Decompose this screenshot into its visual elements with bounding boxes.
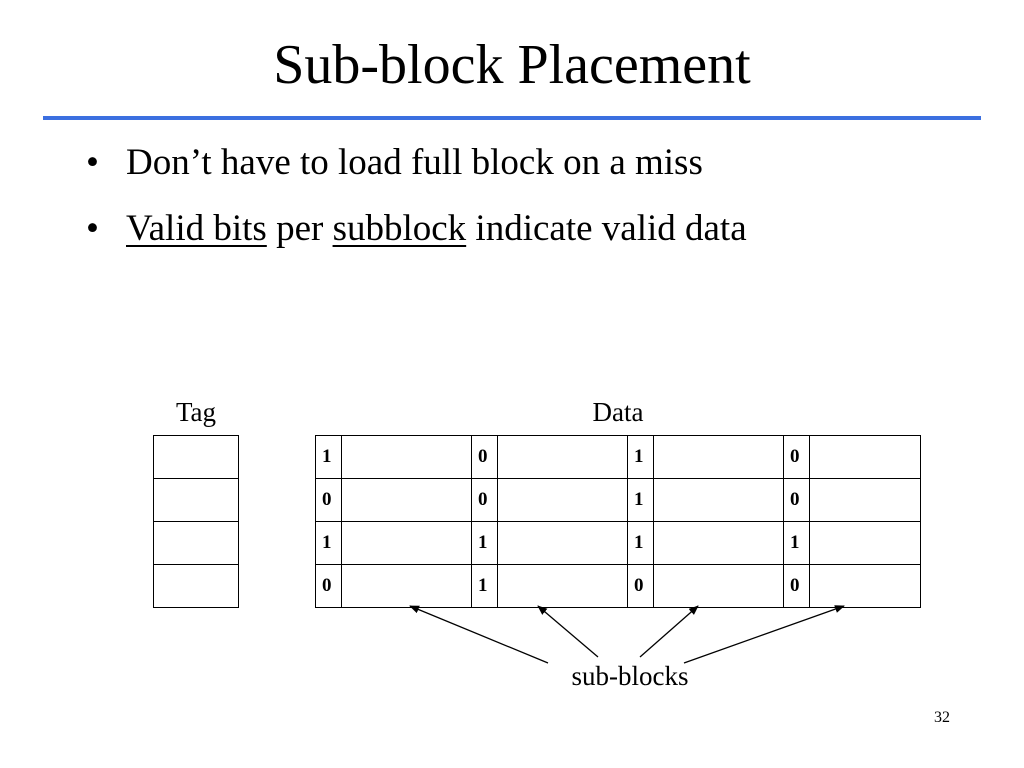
sub-block-data-cell	[653, 521, 784, 565]
valid-bit-cell: 1	[315, 521, 342, 565]
tag-row	[153, 564, 239, 608]
valid-bit-cell: 1	[315, 435, 342, 479]
data-column-label: Data	[592, 397, 644, 427]
bullet-text: Don’t have to load full block on a miss	[126, 142, 703, 183]
sub-block-data-cell	[653, 564, 784, 608]
bullet-marker: •	[86, 142, 99, 183]
bullet-item: • Valid bits per subblock indicate valid …	[86, 206, 747, 252]
sub-block-data-cell	[809, 521, 921, 565]
bullet-list: • Don’t have to load full block on a miss…	[86, 140, 747, 272]
title-divider	[43, 116, 981, 120]
tag-cell	[153, 521, 239, 565]
valid-bit-cell: 0	[315, 564, 342, 608]
sub-block-data-cell	[341, 435, 472, 479]
arrow-subblock-3	[639, 605, 699, 658]
valid-bit-cell: 1	[471, 564, 498, 608]
sub-block-data-cell	[341, 521, 472, 565]
tag-cell	[153, 435, 239, 479]
tag-array	[153, 435, 239, 608]
arrow-subblock-1	[409, 605, 549, 664]
tag-cell	[153, 564, 239, 608]
tag-row	[153, 478, 239, 522]
tag-cell	[153, 478, 239, 522]
valid-bit-cell: 0	[783, 478, 810, 522]
bullet-item: • Don’t have to load full block on a miss	[86, 140, 747, 186]
valid-bit-cell: 0	[627, 564, 654, 608]
slide-title: Sub-block Placement	[273, 34, 751, 96]
sub-blocks-label: sub-blocks	[571, 661, 689, 691]
valid-bit-cell: 1	[783, 521, 810, 565]
bullet-text: indicate valid data	[466, 208, 747, 249]
bullet-marker: •	[86, 208, 99, 249]
valid-bit-cell: 1	[627, 478, 654, 522]
valid-bit-cell: 1	[471, 521, 498, 565]
sub-block-data-cell	[497, 564, 628, 608]
cache-line-row: 0 1 0 0	[315, 564, 921, 608]
cache-line-row: 1 0 1 0	[315, 435, 921, 479]
sub-block-data-cell	[653, 435, 784, 479]
subblock-term: subblock	[332, 208, 467, 249]
sub-block-data-cell	[809, 564, 921, 608]
bullet-text: per	[266, 208, 333, 249]
sub-block-data-cell	[341, 564, 472, 608]
sub-block-data-cell	[653, 478, 784, 522]
sub-block-data-cell	[341, 478, 472, 522]
arrow-subblock-4	[683, 605, 845, 664]
cache-line-row: 1 1 1 1	[315, 521, 921, 565]
arrow-subblock-2	[537, 605, 599, 658]
valid-bits-term: Valid bits	[126, 208, 267, 249]
valid-bit-cell: 1	[627, 435, 654, 479]
valid-bit-cell: 0	[471, 478, 498, 522]
tag-row	[153, 435, 239, 479]
valid-bit-cell: 0	[783, 435, 810, 479]
tag-column-label: Tag	[175, 397, 217, 427]
sub-block-data-cell	[809, 478, 921, 522]
valid-bit-cell: 0	[471, 435, 498, 479]
cache-line-row: 0 0 1 0	[315, 478, 921, 522]
valid-bit-cell: 0	[783, 564, 810, 608]
sub-block-data-cell	[497, 521, 628, 565]
valid-bit-cell: 1	[627, 521, 654, 565]
valid-bit-cell: 0	[315, 478, 342, 522]
sub-block-data-cell	[497, 435, 628, 479]
tag-row	[153, 521, 239, 565]
sub-block-data-cell	[497, 478, 628, 522]
page-number: 32	[934, 709, 950, 726]
sub-block-data-cell	[809, 435, 921, 479]
